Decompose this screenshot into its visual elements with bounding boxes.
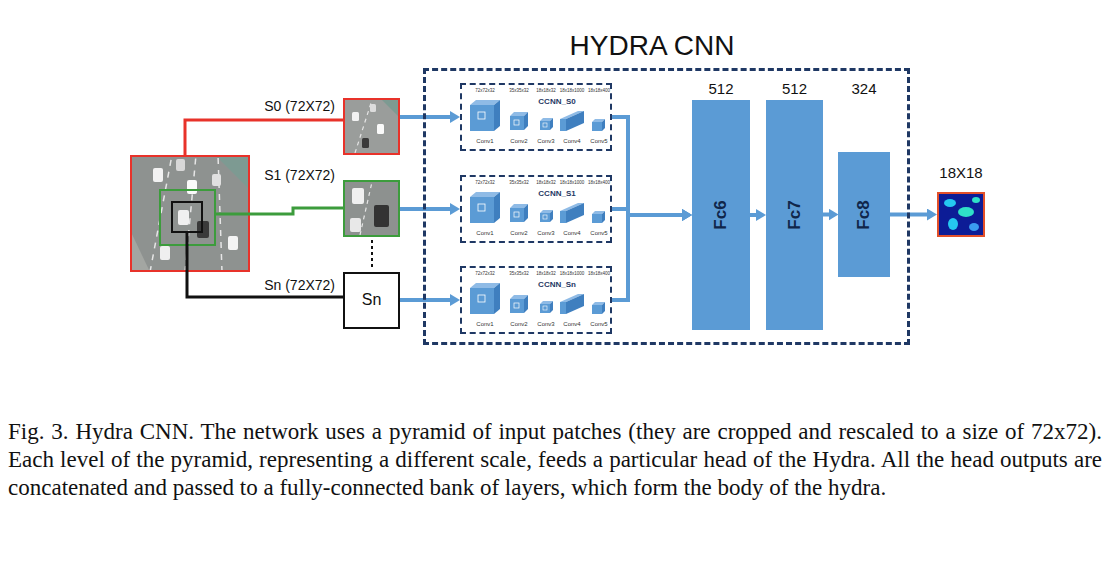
flow-arrow bbox=[612, 215, 684, 300]
scale-line bbox=[185, 120, 343, 155]
patch-image bbox=[345, 100, 398, 153]
layer-name: Fc7 bbox=[785, 200, 805, 229]
layer-dims: 18x18x400 bbox=[588, 88, 610, 93]
fc-layer: 512Fc7 bbox=[766, 100, 823, 330]
layer-name: Conv4 bbox=[563, 138, 580, 144]
figure-caption: Fig. 3. Hydra CNN. The network uses a py… bbox=[8, 418, 1102, 502]
layer-name: Conv1 bbox=[476, 138, 493, 144]
network-box: HYDRA CNN72x72x3235x35x3218x18x3218x18x1… bbox=[423, 68, 910, 345]
head-name: CCNN_S0 bbox=[538, 97, 575, 106]
flow-arrow bbox=[823, 213, 831, 217]
layer-size: 324 bbox=[851, 80, 876, 97]
layer-name: Fc6 bbox=[711, 200, 731, 229]
ellipsis-line bbox=[371, 240, 373, 270]
layer-dims: 18x18x1000 bbox=[560, 88, 585, 93]
layer-size: 512 bbox=[782, 80, 807, 97]
cnn-head: 72x72x32 35x35x32 18x18x32 18x18x100018x18x… bbox=[460, 266, 612, 334]
layer-size: 512 bbox=[708, 80, 733, 97]
flow-arrow bbox=[612, 117, 684, 215]
layer-name: Conv3 bbox=[537, 138, 554, 144]
cnn-head: 72x72x32 35x35x32 18x18x32 18x18x100018x18x… bbox=[460, 83, 612, 151]
layer-dims: 18x18x32 bbox=[536, 180, 556, 185]
layer-dims: 18x18x1000 bbox=[560, 271, 585, 276]
flow-arrow bbox=[400, 115, 452, 119]
layer-dims: 18x18x32 bbox=[536, 271, 556, 276]
scale-label: S0 (72X72) bbox=[264, 98, 335, 114]
layer-name: Conv1 bbox=[476, 230, 493, 236]
network-title: HYDRA CNN bbox=[570, 30, 735, 62]
layer-dims: 72x72x32 bbox=[475, 88, 495, 93]
layer-dims: 35x35x32 bbox=[509, 88, 529, 93]
layer-dims: 35x35x32 bbox=[509, 271, 529, 276]
fc-layer: 512Fc6 bbox=[692, 100, 750, 330]
fc-layer: 324Fc8 bbox=[838, 152, 890, 277]
patch-image bbox=[345, 182, 398, 235]
input-patch: S1 (72X72) bbox=[343, 180, 400, 237]
scale-label: Sn (72X72) bbox=[264, 277, 335, 293]
layer-name: Conv4 bbox=[563, 321, 580, 327]
layer-dims: 72x72x32 bbox=[475, 271, 495, 276]
head-name: CCNN_Sn bbox=[538, 280, 576, 289]
layer-name: Conv3 bbox=[537, 230, 554, 236]
input-patch: S0 (72X72) bbox=[343, 98, 400, 155]
input-patch: Sn (72X72)Sn bbox=[343, 272, 400, 329]
output-map: 18X18 bbox=[937, 192, 985, 237]
layer-name: Fc8 bbox=[854, 200, 874, 229]
layer-dims: 18x18x1000 bbox=[560, 180, 585, 185]
layer-name: Conv2 bbox=[510, 138, 527, 144]
layer-name: Conv3 bbox=[537, 321, 554, 327]
layer-name: Conv2 bbox=[510, 230, 527, 236]
output-size: 18X18 bbox=[939, 164, 982, 181]
layer-name: Conv5 bbox=[590, 321, 607, 327]
layer-name: Conv5 bbox=[590, 138, 607, 144]
layer-dims: 72x72x32 bbox=[475, 180, 495, 185]
layer-dims: 18x18x400 bbox=[588, 271, 610, 276]
scale-line bbox=[187, 232, 343, 297]
layer-name: Conv1 bbox=[476, 321, 493, 327]
flow-arrow bbox=[750, 213, 758, 217]
density-map bbox=[939, 194, 983, 235]
layer-dims: 18x18x32 bbox=[536, 88, 556, 93]
layer-name: Conv2 bbox=[510, 321, 527, 327]
patch-name: Sn bbox=[362, 291, 382, 309]
scale-label: S1 (72X72) bbox=[264, 167, 335, 183]
layer-dims: 35x35x32 bbox=[509, 180, 529, 185]
layer-name: Conv5 bbox=[590, 230, 607, 236]
head-name: CCNN_S1 bbox=[538, 189, 575, 198]
scale-line bbox=[215, 208, 343, 214]
layer-dims: 18x18x400 bbox=[588, 180, 610, 185]
flow-arrow bbox=[400, 298, 452, 302]
flow-arrow bbox=[400, 207, 452, 211]
layer-name: Conv4 bbox=[563, 230, 580, 236]
cnn-head: 72x72x32 35x35x32 18x18x32 18x18x100018x18x… bbox=[460, 175, 612, 243]
